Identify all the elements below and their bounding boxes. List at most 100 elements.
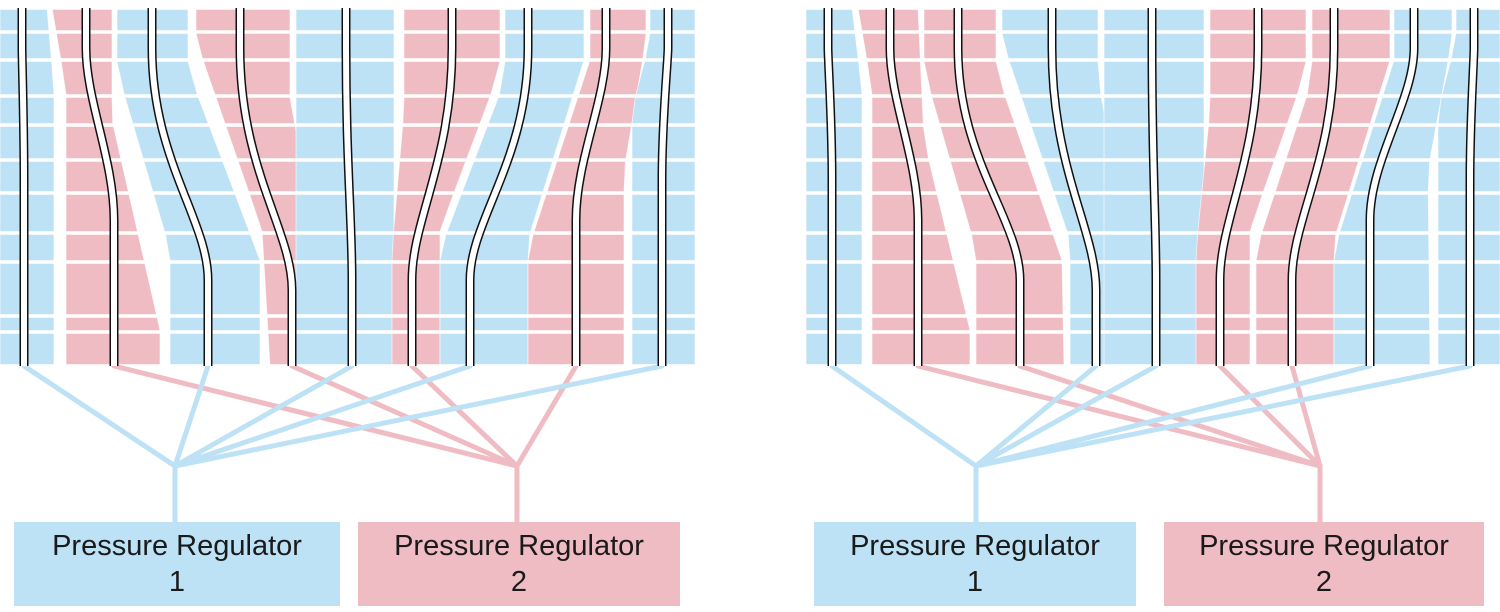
tube-connection-line	[915, 363, 1323, 469]
strip-segment	[1333, 234, 1430, 261]
tube-inner	[149, 8, 211, 366]
tube-inner	[409, 8, 455, 366]
strip-segment	[153, 194, 250, 232]
strip-segment	[589, 33, 647, 59]
connection-lines	[21, 363, 665, 522]
actuator-strips	[0, 9, 696, 365]
regulator-2-name: Pressure Regulator	[394, 530, 644, 562]
strip-segment	[1362, 126, 1437, 159]
tube-inner	[887, 8, 921, 366]
regulator-2-number: 2	[510, 566, 528, 598]
strip-segment	[439, 317, 529, 331]
connection-lines	[829, 363, 1473, 522]
tube-inner	[1467, 8, 1477, 366]
regulator-1-number: 1	[168, 566, 186, 598]
strip-segment	[65, 194, 138, 232]
tube-inner	[1367, 8, 1417, 366]
actuator-strip	[116, 9, 261, 365]
strip-segment	[871, 234, 954, 261]
tube-inner	[1149, 8, 1159, 366]
tube-inner	[825, 8, 835, 366]
actuator-strip	[857, 9, 971, 365]
strip-segment	[65, 126, 122, 159]
panel-left	[0, 8, 696, 522]
tube-connection-line	[289, 363, 520, 469]
actuator-strip	[1195, 9, 1307, 365]
tubes	[17, 8, 673, 366]
strip-segment	[1333, 263, 1430, 315]
regulator-1-name: Pressure Regulator	[52, 530, 302, 562]
strip-segment	[124, 97, 209, 124]
strip-segment	[923, 61, 1006, 95]
strip-segment	[871, 194, 947, 232]
strip-segment	[805, 61, 863, 95]
strip-segment	[169, 263, 261, 315]
actuator-strip	[295, 9, 395, 365]
strip-segment	[1373, 97, 1442, 124]
tube-inner	[343, 8, 355, 366]
pressure-regulator-2-box: Pressure Regulator 2	[358, 522, 680, 606]
strip-segment	[487, 97, 573, 124]
strip-segment	[504, 9, 585, 31]
tube-inner	[467, 8, 531, 366]
strip-segment	[169, 317, 261, 331]
strip-segment	[295, 263, 395, 315]
strip-segment	[557, 126, 632, 159]
strip-segment	[939, 126, 1028, 159]
tube-inner	[659, 8, 671, 366]
strip-segment	[143, 161, 235, 192]
tube-connection-line	[973, 363, 1473, 469]
strip-segment	[1311, 33, 1391, 59]
regulator-2-name: Pressure Regulator	[1199, 530, 1449, 562]
pressure-regulator-1-box: Pressure Regulator 1	[14, 522, 340, 606]
strip-segment	[949, 161, 1039, 192]
strip-segment	[1339, 194, 1430, 232]
strip-segment	[1311, 9, 1391, 31]
strip-segment	[295, 194, 395, 232]
strip-segment	[215, 97, 296, 124]
actuator-strip	[1333, 9, 1453, 365]
tube-connection-line	[21, 363, 178, 469]
tube-inner	[573, 8, 609, 366]
panel-right	[805, 8, 1500, 522]
strip-segment	[1020, 97, 1107, 124]
tubes	[823, 8, 1479, 366]
tube-inner	[1217, 8, 1261, 366]
tube-connection-line	[973, 363, 1373, 469]
strip-segment	[931, 97, 1016, 124]
pressure-regulator-2-box: Pressure Regulator 2	[1164, 522, 1484, 606]
strip-segment	[1297, 97, 1379, 124]
strip-segment	[1306, 61, 1391, 95]
strip-segment	[65, 161, 129, 192]
strip-segment	[164, 234, 261, 261]
strip-segment	[295, 333, 395, 365]
tube-inner	[19, 8, 27, 366]
tube-connection-line	[172, 363, 355, 469]
regulator-1-name: Pressure Regulator	[850, 530, 1100, 562]
tube-inner	[1049, 8, 1099, 366]
strip-segment	[498, 61, 585, 95]
strip-segment	[202, 61, 291, 95]
tube-connection-line	[409, 363, 520, 469]
strip-segment	[65, 234, 145, 261]
strip-segment	[589, 9, 647, 31]
tube-inner	[955, 8, 1023, 366]
strip-segment	[295, 317, 395, 331]
strip-segment	[504, 33, 585, 59]
strip-segment	[871, 161, 937, 192]
strip-segment	[446, 194, 543, 232]
regulator-2-number: 2	[1315, 566, 1333, 598]
tube-inner	[83, 8, 117, 366]
strip-segment	[439, 234, 531, 261]
strip-segment	[1333, 317, 1431, 331]
strip-segment	[439, 263, 529, 315]
tube-connection-line	[172, 363, 473, 469]
tube-inner	[237, 8, 295, 366]
tube-connection-line	[1217, 363, 1323, 469]
tube-connection-line	[514, 363, 579, 469]
strip-segment	[1351, 161, 1430, 192]
strip-segment	[1333, 333, 1431, 365]
tube-connection-line	[172, 363, 211, 469]
